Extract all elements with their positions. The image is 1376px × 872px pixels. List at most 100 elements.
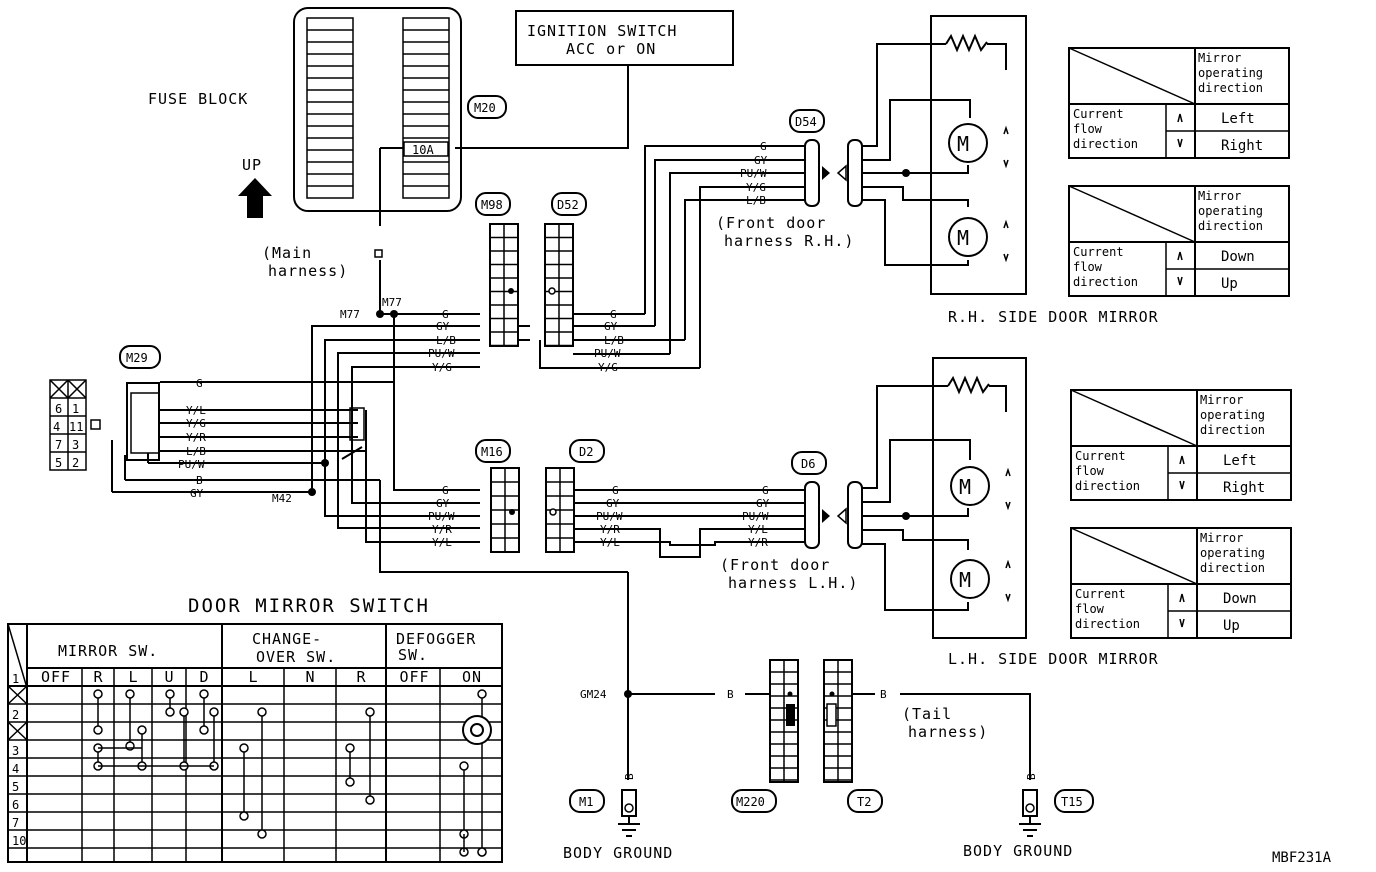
svg-text:Y/L: Y/L [748, 523, 768, 536]
table-header-text: direction [1200, 423, 1265, 437]
svg-text:G: G [442, 308, 449, 321]
switch-col-label: ON [462, 668, 482, 686]
svg-text:G: G [760, 140, 767, 153]
table-value: Up [1223, 618, 1240, 634]
svg-text:Y/G: Y/G [598, 361, 618, 374]
svg-text:B: B [1025, 773, 1038, 780]
table-header-text: direction [1200, 561, 1265, 575]
svg-text:L/B: L/B [186, 445, 206, 458]
svg-text:M: M [959, 475, 971, 499]
svg-text:M20: M20 [474, 101, 496, 115]
pin-grid: 6 1 4 11 7 3 5 2 [49, 379, 101, 471]
switch-row-label: 10 [12, 834, 26, 848]
main-harness-1: (Main [262, 244, 312, 262]
lower-wires: G GY PU/W Y/R Y/L [428, 484, 455, 549]
table-current-text: direction [1075, 479, 1140, 493]
svg-text:4: 4 [53, 420, 60, 434]
switch-row-label: 4 [12, 762, 19, 776]
svg-text:D54: D54 [795, 115, 817, 129]
svg-text:G: G [442, 484, 449, 497]
svg-text:Y/R: Y/R [748, 536, 768, 549]
direction-table: MirroroperatingdirectionCurrentflowdirec… [1068, 185, 1290, 297]
svg-text:B: B [623, 773, 636, 780]
switch-col-label: OFF [41, 668, 71, 686]
switch-row-label: 7 [12, 816, 19, 830]
reference-code: MBF231A [1272, 850, 1332, 866]
table-header-text: operating [1200, 408, 1265, 422]
table-current-text: Current [1073, 245, 1124, 259]
lh-mirror: M M [862, 357, 1027, 639]
switch-title: DOOR MIRROR SWITCH [188, 595, 430, 617]
table-header-text: direction [1198, 219, 1263, 233]
direction-table: MirroroperatingdirectionCurrentflowdirec… [1068, 47, 1290, 159]
svg-text:G: G [610, 308, 617, 321]
connector-m29: M29 [119, 345, 161, 461]
ignition-line2: ACC or ON [566, 40, 656, 58]
svg-text:D2: D2 [579, 445, 593, 459]
table-current-text: direction [1075, 617, 1140, 631]
svg-text:11: 11 [69, 420, 83, 434]
svg-text:GY: GY [190, 487, 204, 500]
svg-text:M: M [957, 226, 969, 250]
svg-text:PU/W: PU/W [428, 347, 455, 360]
svg-text:Y/R: Y/R [432, 523, 452, 536]
switch-row-label: 3 [12, 744, 19, 758]
switch-col-label: D [200, 668, 210, 686]
table-header-text: operating [1198, 66, 1263, 80]
table-value: Left [1223, 453, 1257, 469]
switch-row-label: 5 [12, 780, 19, 794]
main-harness-2: harness) [268, 262, 348, 280]
svg-text:M77: M77 [382, 296, 402, 309]
ignition-switch-box [515, 10, 734, 66]
svg-text:M: M [957, 132, 969, 156]
table-current-text: direction [1073, 275, 1138, 289]
switch-row-label: 2 [12, 708, 19, 722]
svg-text:Y/L: Y/L [186, 404, 206, 417]
switch-col-label: L [129, 668, 139, 686]
svg-text:GY: GY [604, 320, 618, 333]
table-current-text: flow [1075, 464, 1105, 478]
direction-table: MirroroperatingdirectionCurrentflowdirec… [1070, 527, 1292, 639]
table-current-text: flow [1073, 260, 1103, 274]
ground-section: GM24 B B B B M1 T15 M220 T2 [569, 572, 1094, 837]
svg-text:M98: M98 [481, 198, 503, 212]
switch-col-label: R [94, 668, 104, 686]
svg-text:T2: T2 [857, 795, 871, 809]
svg-text:Y/G: Y/G [432, 361, 452, 374]
table-current-text: direction [1073, 137, 1138, 151]
table-header-text: Mirror [1200, 531, 1243, 545]
svg-text:5: 5 [55, 456, 62, 470]
direction-tables: MirroroperatingdirectionCurrentflowdirec… [1068, 47, 1292, 639]
svg-text:1: 1 [72, 402, 79, 416]
svg-text:GY: GY [436, 497, 450, 510]
svg-text:7: 7 [55, 438, 62, 452]
table-value: Right [1223, 480, 1265, 496]
svg-text:M: M [959, 568, 971, 592]
svg-text:M42: M42 [272, 492, 292, 505]
table-current-text: Current [1073, 107, 1124, 121]
rh-mirror: M M [862, 15, 1027, 295]
table-header-text: Mirror [1198, 51, 1241, 65]
rh-mirror-label: R.H. SIDE DOOR MIRROR [948, 308, 1159, 326]
connector-d54: D54 G GY PU/W Y/G L/B [740, 109, 863, 207]
svg-text:Y/R: Y/R [186, 431, 206, 444]
switch-group-label: DEFOGGER [396, 630, 476, 648]
table-value: Up [1221, 276, 1238, 292]
switch-col-label: U [165, 668, 175, 686]
svg-text:PU/W: PU/W [740, 167, 767, 180]
front-rh-2: harness R.H.) [724, 232, 854, 250]
svg-text:Y/G: Y/G [746, 181, 766, 194]
svg-text:PU/W: PU/W [742, 510, 769, 523]
svg-text:6: 6 [55, 402, 62, 416]
svg-text:M220: M220 [736, 795, 765, 809]
connector-d2: D2 [545, 439, 605, 553]
direction-table: MirroroperatingdirectionCurrentflowdirec… [1070, 389, 1292, 501]
switch-group-label: MIRROR SW. [58, 642, 158, 660]
svg-text:D52: D52 [557, 198, 579, 212]
table-current-text: flow [1073, 122, 1103, 136]
current-arrow-icon [1177, 251, 1183, 286]
body-ground-2: BODY GROUND [963, 842, 1073, 860]
svg-text:G: G [196, 377, 203, 390]
